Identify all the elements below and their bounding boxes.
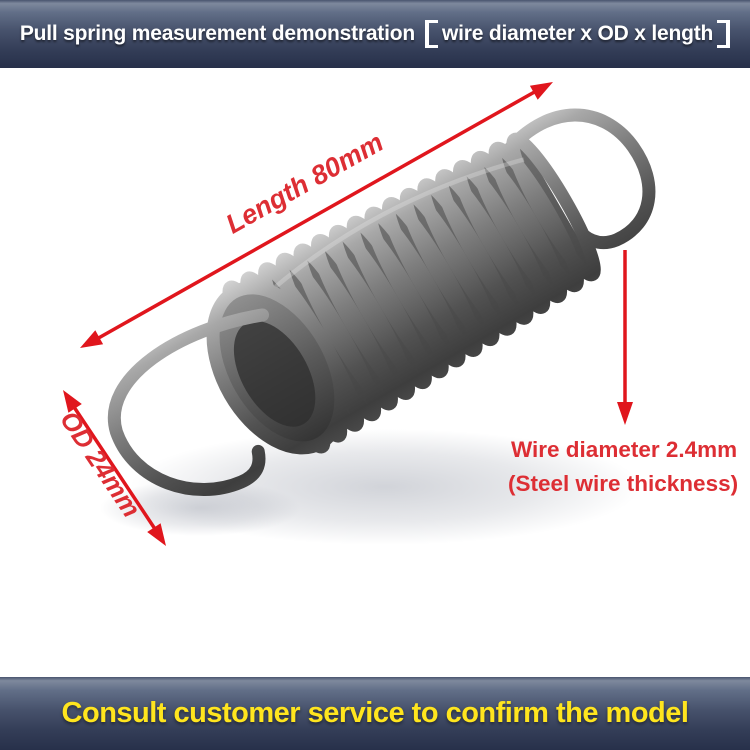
coil-loop	[293, 243, 398, 411]
coil-loop	[381, 197, 483, 357]
coil-loop	[399, 187, 500, 347]
coil-loop	[470, 150, 568, 304]
right-hook	[502, 108, 656, 250]
coil-loop	[346, 215, 449, 379]
header-title-bracketed: wire diameter x OD x length	[442, 22, 714, 45]
wire-arrowhead-icon	[617, 402, 633, 425]
length-arrowhead-start-icon	[80, 330, 104, 348]
od-dimension-line	[72, 406, 157, 530]
coil-loop	[311, 233, 416, 401]
header-title: Pull spring measurement demonstration wi…	[19, 20, 731, 48]
lenticular-open-bracket-icon	[425, 20, 438, 48]
coil-loop	[417, 178, 517, 336]
footer-bar: Consult customer service to confirm the …	[0, 677, 750, 750]
coil-loop	[452, 160, 551, 314]
wire-diameter-annotation: Wire diameter 2.4mm (Steel wire thicknes…	[508, 250, 738, 496]
coil-loop	[435, 169, 534, 325]
coil-loop	[488, 141, 584, 293]
lenticular-close-bracket-icon	[717, 20, 731, 48]
length-dimension-line	[94, 88, 539, 342]
left-hook	[107, 308, 270, 496]
header-bar: Pull spring measurement demonstration wi…	[0, 0, 750, 68]
coil-loop	[364, 206, 466, 368]
specular-highlight	[251, 157, 525, 309]
wire-diameter-label: Wire diameter 2.4mm	[511, 437, 737, 462]
coil-opening	[233, 320, 316, 427]
coil-loop	[506, 132, 601, 282]
length-arrowhead-end-icon	[529, 82, 553, 100]
wire-thickness-note: (Steel wire thickness)	[508, 471, 738, 496]
footer-text: Consult customer service to confirm the …	[61, 697, 689, 729]
header-title-main: Pull spring measurement demonstration	[19, 22, 415, 45]
coil-stack	[222, 132, 601, 454]
coil-loop	[328, 224, 432, 390]
spring-photo	[107, 108, 656, 496]
od-arrowhead-bottom-icon	[147, 523, 166, 546]
od-arrowhead-top-icon	[63, 390, 82, 413]
